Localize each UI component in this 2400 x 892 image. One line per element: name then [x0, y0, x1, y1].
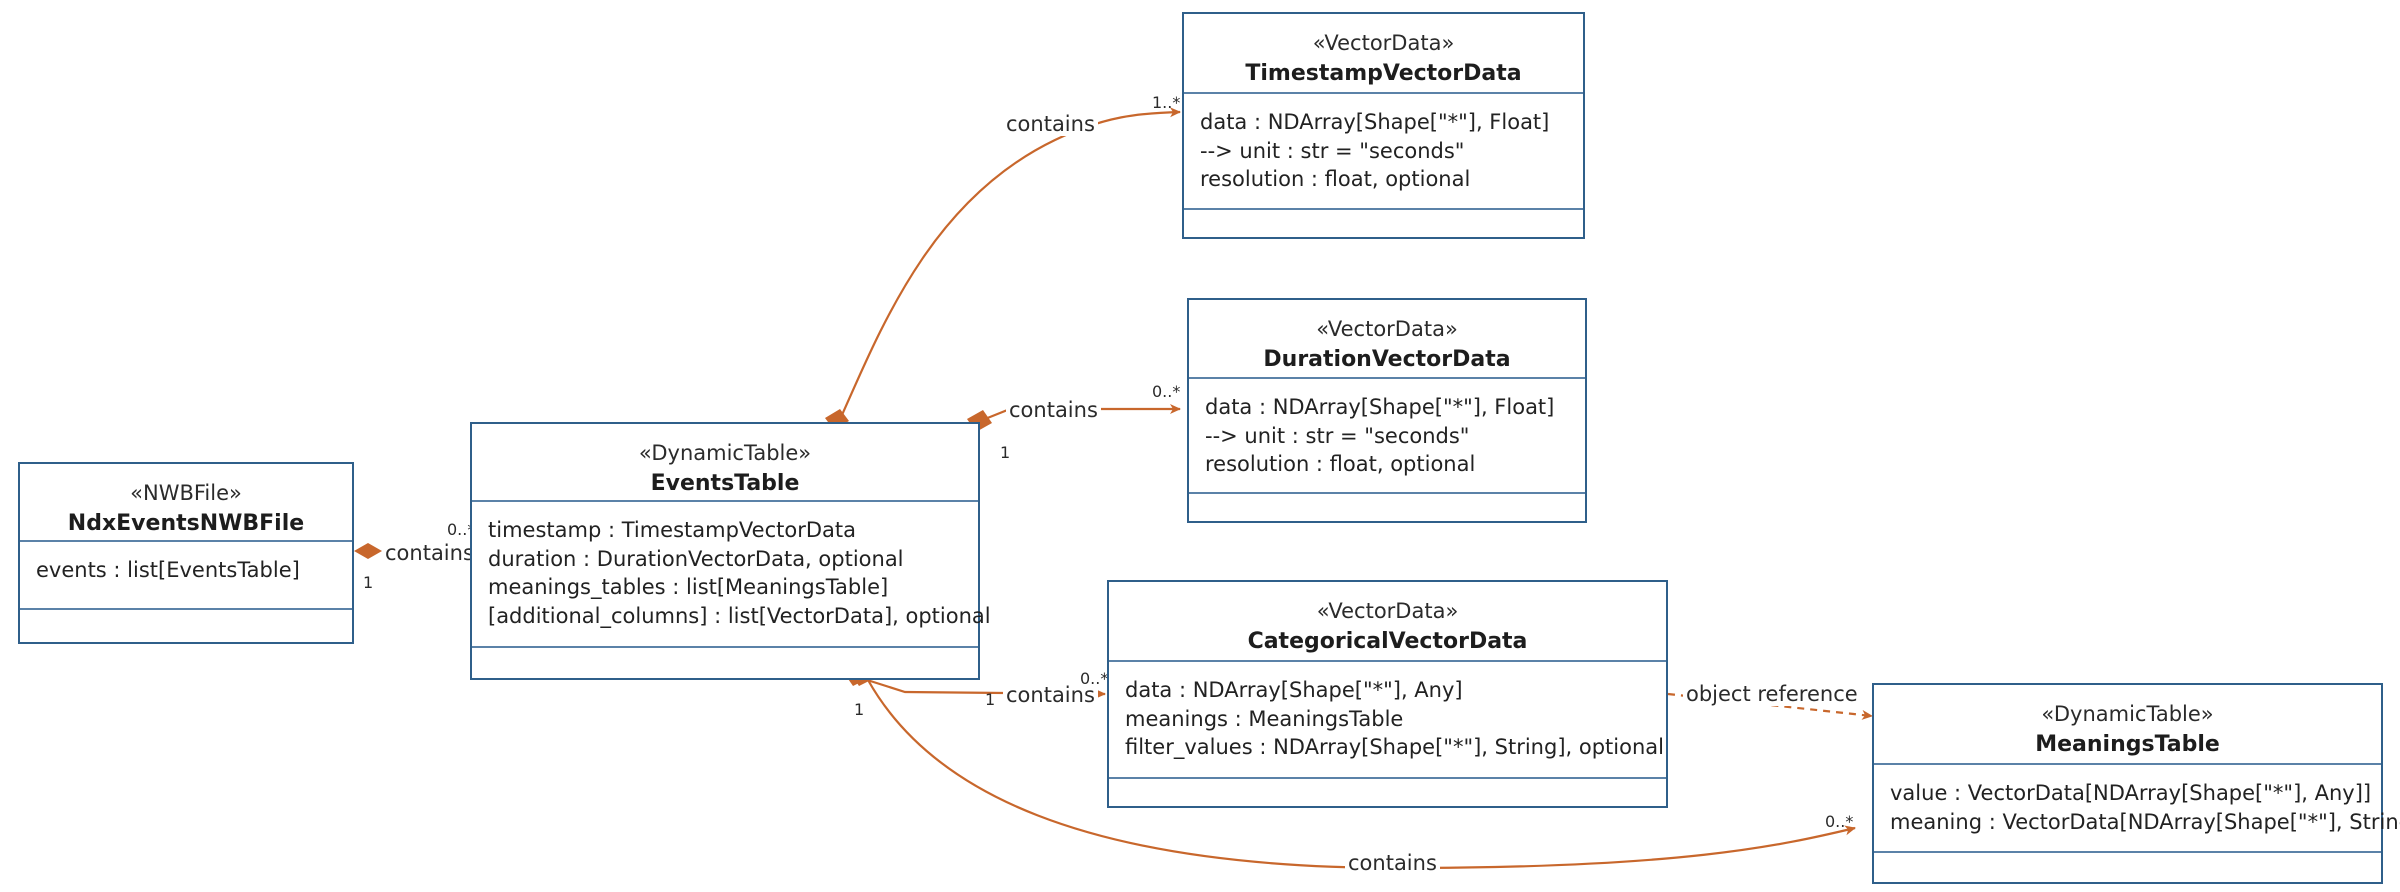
class-attributes-duration-vector-data: data : NDArray[Shape["*"], Float] --> un… [1189, 379, 1585, 494]
connector-label-eventstable-to-categorical: contains [1003, 683, 1098, 707]
class-operations-meanings-table [1874, 853, 2381, 882]
class-box-events-table[interactable]: «DynamicTable» EventsTable timestamp : T… [470, 422, 991, 680]
multiplicity-target-eventstable-to-timestamp: 1..* [1152, 93, 1181, 112]
class-name: EventsTable [650, 471, 800, 497]
class-box-categorical-vector-data[interactable]: «VectorData» CategoricalVectorData data … [1107, 580, 1668, 808]
attribute-row: resolution : float, optional [1205, 452, 1476, 476]
class-box-duration-vector-data[interactable]: «VectorData» DurationVectorData data : N… [1187, 298, 1587, 523]
multiplicity-target-nwbfile-to-eventstable: 0..* [447, 520, 476, 539]
connector-label-categorical-to-meanings: object reference [1683, 682, 1861, 706]
class-stereotype: «NWBFile» [130, 481, 242, 505]
class-operations-events-table [472, 648, 978, 678]
class-name: CategoricalVectorData [1247, 629, 1528, 655]
class-header-events-table: «DynamicTable» EventsTable [472, 424, 978, 502]
attribute-row: meanings : MeaningsTable [1125, 706, 1404, 731]
attribute-row: value : VectorData[NDArray[Shape["*"], A… [1890, 781, 2372, 805]
class-box-meanings-table[interactable]: «DynamicTable» MeaningsTable value : Vec… [1872, 683, 2400, 884]
class-attributes-timestamp-vector-data: data : NDArray[Shape["*"], Float] --> un… [1184, 94, 1583, 210]
class-operations-ndx-events-nwbfile [20, 610, 352, 642]
class-box-ndx-events-nwbfile[interactable]: «NWBFile» NdxEventsNWBFile events : list… [18, 462, 354, 644]
class-box-timestamp-vector-data[interactable]: «VectorData» TimestampVectorData data : … [1182, 12, 1585, 239]
connector-label-eventstable-to-timestamp: contains [1003, 112, 1098, 136]
class-attributes-meanings-table: value : VectorData[NDArray[Shape["*"], A… [1874, 765, 2400, 853]
class-operations-duration-vector-data [1189, 494, 1585, 521]
class-header-meanings-table: «DynamicTable» MeaningsTable [1874, 685, 2381, 765]
attribute-row: timestamp : TimestampVectorData [488, 518, 856, 542]
class-header-timestamp-vector-data: «VectorData» TimestampVectorData [1184, 14, 1583, 94]
multiplicity-source-nwbfile-to-eventstable: 1 [363, 573, 374, 592]
attribute-row: meaning : VectorData[NDArray[Shape["*"],… [1890, 809, 2400, 834]
attribute-row: data : NDArray[Shape["*"], Float] [1205, 395, 1555, 419]
multiplicity-target-eventstable-to-duration: 0..* [1152, 382, 1181, 401]
class-name: NdxEventsNWBFile [67, 511, 305, 537]
connector-label-nwbfile-to-eventstable: contains [382, 541, 477, 565]
class-header-categorical-vector-data: «VectorData» CategoricalVectorData [1109, 582, 1666, 662]
attribute-row: [additional_columns] : list[VectorData],… [488, 603, 991, 628]
class-attributes-ndx-events-nwbfile: events : list[EventsTable] [20, 542, 352, 610]
class-name: MeaningsTable [2035, 732, 2220, 758]
attribute-row: filter_values : NDArray[Shape["*"], Stri… [1125, 735, 1664, 759]
attribute-row: meanings_tables : list[MeaningsTable] [488, 575, 889, 599]
multiplicity-target-eventstable-to-meanings: 0..* [1825, 812, 1854, 831]
class-stereotype: «VectorData» [1312, 31, 1455, 55]
connector-label-eventstable-to-meanings: contains [1345, 851, 1440, 875]
attribute-row: data : NDArray[Shape["*"], Any] [1125, 678, 1463, 702]
multiplicity-source-eventstable-to-meanings: 1 [854, 700, 865, 719]
class-stereotype: «DynamicTable» [638, 441, 812, 465]
attribute-row: duration : DurationVectorData, optional [488, 546, 904, 571]
class-attributes-events-table: timestamp : TimestampVectorData duration… [472, 502, 991, 648]
connector-eventstable-to-timestamp [825, 107, 1181, 430]
class-header-duration-vector-data: «VectorData» DurationVectorData [1189, 300, 1585, 379]
class-operations-timestamp-vector-data [1184, 210, 1583, 237]
class-header-ndx-events-nwbfile: «NWBFile» NdxEventsNWBFile [20, 464, 352, 542]
class-operations-categorical-vector-data [1109, 779, 1666, 806]
attribute-row: data : NDArray[Shape["*"], Float] [1200, 110, 1550, 134]
attribute-row: --> unit : str = "seconds" [1205, 423, 1470, 448]
attribute-row: --> unit : str = "seconds" [1200, 138, 1465, 163]
attribute-row: resolution : float, optional [1200, 167, 1471, 191]
multiplicity-source-eventstable-to-duration: 1 [1000, 443, 1011, 462]
class-stereotype: «DynamicTable» [2041, 702, 2214, 726]
multiplicity-target-eventstable-to-categorical: 0..* [1080, 669, 1109, 688]
class-stereotype: «VectorData» [1316, 317, 1458, 341]
multiplicity-source-eventstable-to-categorical: 1 [985, 690, 996, 709]
attribute-row: events : list[EventsTable] [36, 558, 300, 582]
connector-label-eventstable-to-duration: contains [1006, 398, 1101, 422]
class-name: TimestampVectorData [1245, 61, 1522, 87]
class-attributes-categorical-vector-data: data : NDArray[Shape["*"], Any] meanings… [1109, 662, 1666, 779]
class-name: DurationVectorData [1263, 347, 1511, 373]
class-stereotype: «VectorData» [1316, 599, 1459, 623]
